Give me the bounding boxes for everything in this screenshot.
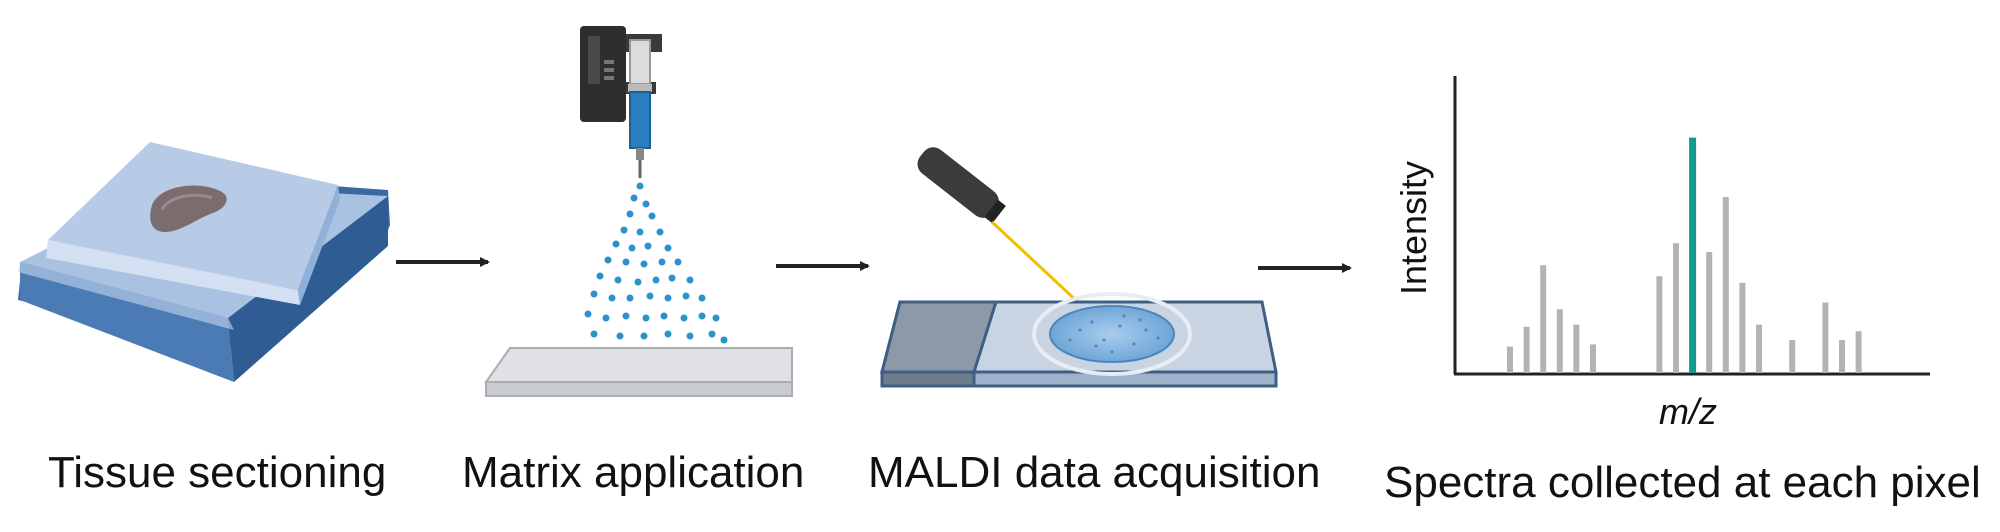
matrix-application-illustration [484,26,793,397]
x-axis-label: m/z [1659,391,1717,432]
step-label-tissue-sectioning: Tissue sectioning [48,448,387,497]
spectrum-peak [1656,276,1663,373]
spectrum-peak [1507,346,1513,373]
spectrum-peak [1855,331,1862,373]
spectrum-peak [1706,252,1713,373]
spectrum-peak [1722,197,1729,373]
spectrum-peak [1573,324,1580,373]
spectrum-peak [1540,265,1547,373]
spectrum-peak [1839,340,1845,373]
spectrum-peak [1739,282,1746,373]
step-label-matrix-application: Matrix application [462,448,805,497]
spectrum-peak [1556,309,1563,373]
spectrum-peak [1789,340,1796,373]
spectrum-peak [1590,344,1596,373]
spectrum-chart: Intensity m/z [1393,76,1930,432]
step-label-spectra-collected: Spectra collected at each pixel [1384,458,1981,507]
step-label-maldi-acquisition: MALDI data acquisition [868,448,1321,497]
spectrum-peak-highlight [1689,137,1697,373]
y-axis-label: Intensity [1393,161,1434,295]
spectrum-bars [1507,137,1862,373]
spectrum-peak [1756,324,1762,373]
spectrum-peak [1822,302,1829,373]
spectrum-peak [1673,243,1679,373]
tissue-sectioning-illustration [18,142,390,382]
spectrum-peak [1523,326,1530,373]
maldi-acquisition-illustration [880,147,1278,388]
